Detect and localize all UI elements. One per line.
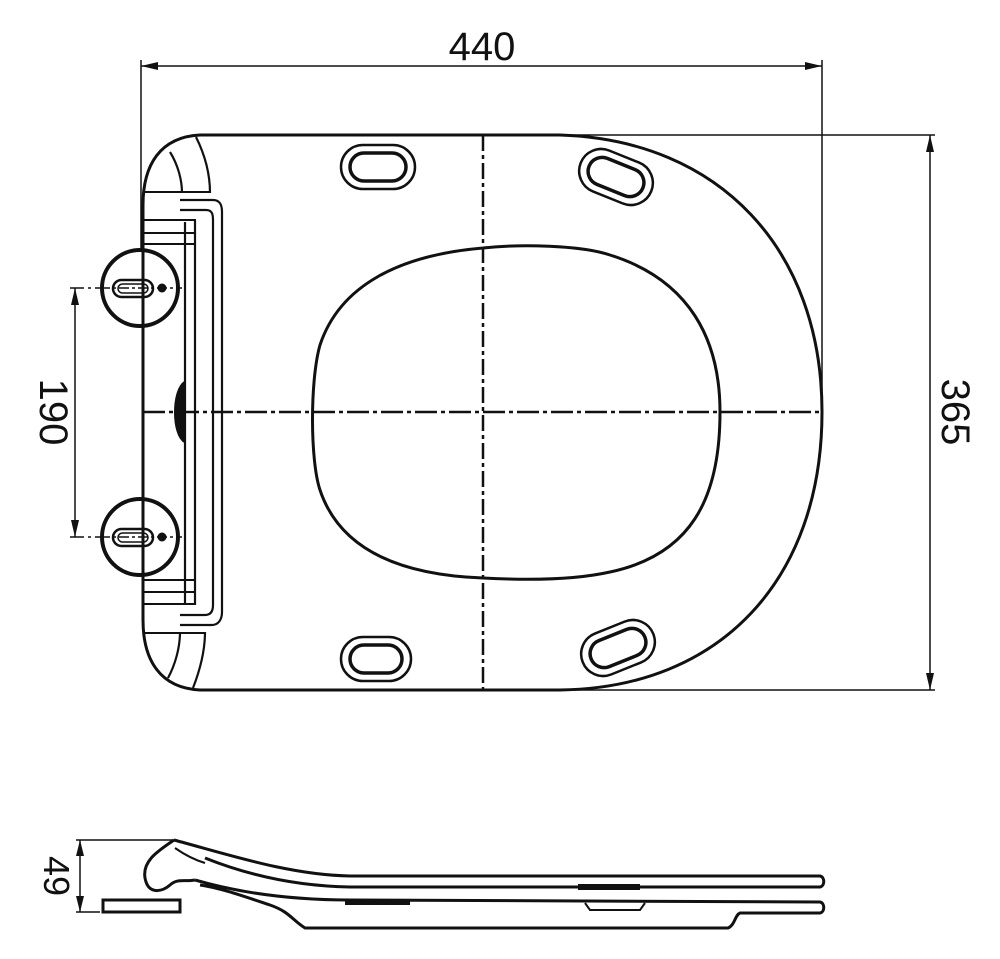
hinge-bar: [142, 198, 224, 627]
hinge-fitting-bottom: [100, 497, 182, 577]
lid-profile: [173, 838, 826, 889]
hinge-fitting-top: [100, 248, 182, 328]
dimension-49: [76, 839, 175, 913]
hinge-knuckle: [143, 838, 196, 892]
seat-ring-profile: [194, 878, 826, 930]
inner-opening: [311, 244, 722, 581]
hinge-end-band-bottom: [167, 631, 207, 689]
bumper-pad-top-right: [577, 147, 655, 207]
side-view: 49: [36, 838, 826, 930]
bumper-pad-bottom-left: [339, 635, 413, 683]
seat-bumper-dark: [578, 884, 640, 890]
dimension-49-label: 49: [36, 856, 77, 896]
bumper-pad-bottom-right: [579, 618, 657, 678]
top-view: 440 365 190: [31, 25, 977, 692]
bumper-pad-top-left: [339, 143, 417, 191]
hinge-end-band-top: [169, 136, 212, 194]
dimension-365-label: 365: [933, 379, 977, 446]
dimension-190-label: 190: [31, 379, 75, 446]
dimension-440: [140, 60, 823, 410]
hinge-base-plate: [101, 898, 182, 914]
seat-outline: [141, 133, 824, 692]
dimension-440-label: 440: [449, 25, 516, 69]
